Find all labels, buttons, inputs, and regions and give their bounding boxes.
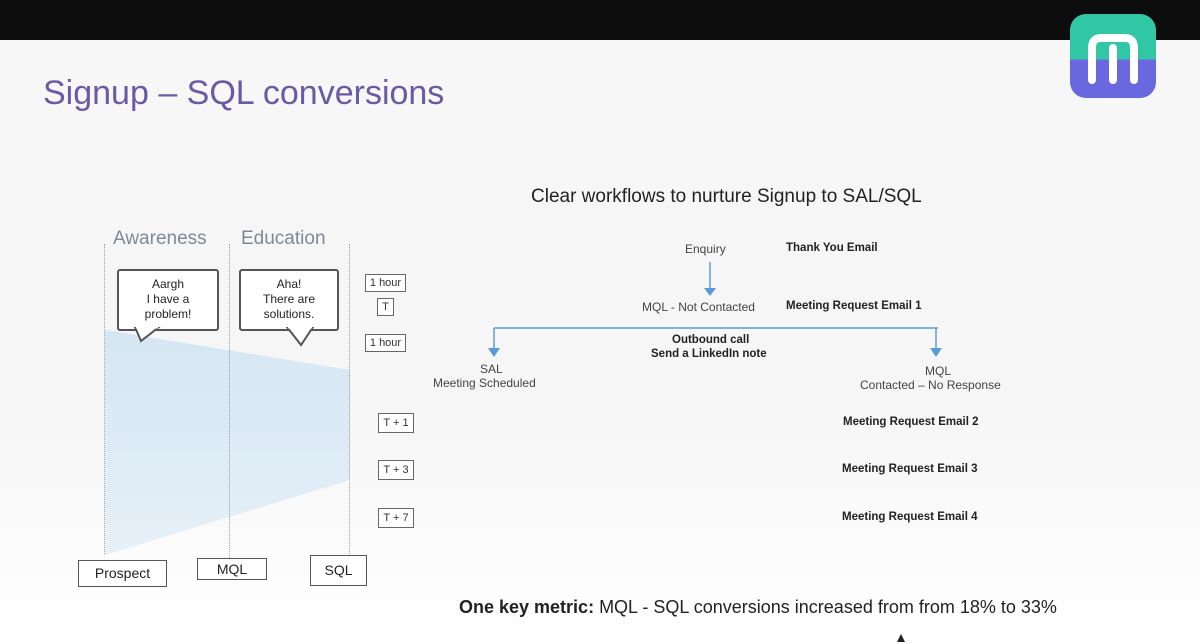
timeline-1hour: 1 hour [365, 334, 406, 352]
label-mql: MQL [197, 558, 267, 580]
timeline-t-plus-7: T + 7 [378, 508, 414, 528]
bubble-tail [285, 327, 315, 347]
bubble-line: problem! [144, 307, 192, 321]
key-metric: One key metric: MQL - SQL conversions in… [459, 597, 1057, 618]
label-sql: SQL [310, 555, 367, 586]
speech-bubble-solutions: Aha! There are solutions. [239, 269, 339, 331]
action-outbound-call: Outbound call [672, 334, 750, 346]
timeline-1hour: 1 hour [365, 274, 406, 292]
stage-divider [229, 244, 230, 564]
branch-connector [488, 327, 942, 357]
bubble-tail [133, 327, 161, 343]
node-enquiry: Enquiry [685, 242, 726, 256]
speech-bubble-problem: Aargh I have a problem! [117, 269, 219, 331]
node-contacted-no-response: Contacted – No Response [860, 378, 1001, 392]
timeline-t-plus-3: T + 3 [378, 460, 414, 480]
bubble-line: I have a [146, 292, 190, 306]
key-metric-text: MQL - SQL conversions increased from fro… [594, 597, 1057, 617]
node-mql: MQL [925, 364, 952, 378]
bubble-line: There are [262, 292, 316, 306]
node-meeting-scheduled: Meeting Scheduled [433, 376, 536, 390]
node-mql-not-contacted: MQL - Not Contacted [642, 300, 755, 314]
node-sal: SAL [480, 362, 503, 376]
slide-background [0, 40, 1200, 644]
action-linkedin-note: Send a LinkedIn note [651, 348, 767, 360]
timeline-t-plus-1: T + 1 [378, 413, 414, 433]
email-meeting-request-3: Meeting Request Email 3 [842, 463, 978, 475]
email-meeting-request-1: Meeting Request Email 1 [786, 300, 922, 312]
brand-logo-icon [1070, 14, 1156, 98]
top-bar [0, 0, 1200, 40]
stage-awareness: Awareness [113, 228, 207, 249]
email-thank-you: Thank You Email [786, 242, 878, 254]
slide-title: Signup – SQL conversions [43, 74, 445, 112]
bubble-line: solutions. [263, 307, 315, 321]
stage-divider [104, 244, 105, 554]
arrow-down [704, 262, 716, 296]
timeline-t: T [377, 298, 394, 316]
bubble-line: Aargh [151, 277, 185, 291]
email-meeting-request-2: Meeting Request Email 2 [843, 416, 979, 428]
key-metric-label: One key metric: [459, 597, 595, 617]
funnel-shape [105, 330, 350, 555]
bubble-line: Aha! [276, 277, 302, 291]
label-prospect: Prospect [78, 560, 167, 587]
workflow-subtitle: Clear workflows to nurture Signup to SAL… [531, 186, 922, 207]
stage-divider [349, 244, 350, 554]
mouse-cursor-icon [897, 634, 905, 642]
stage-education: Education [241, 228, 326, 249]
email-meeting-request-4: Meeting Request Email 4 [842, 511, 978, 523]
